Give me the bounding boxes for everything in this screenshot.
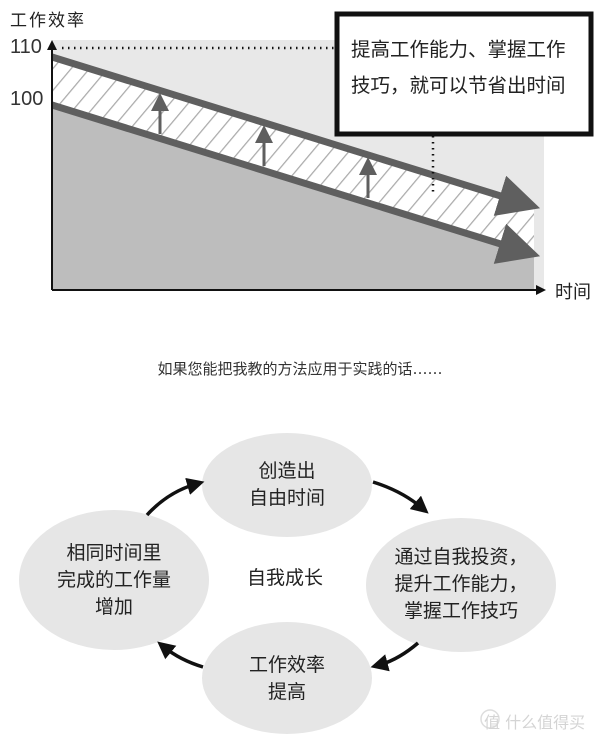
node-top-line: 创造出 (258, 460, 316, 482)
node-right-line: 提升工作能力， (394, 573, 528, 595)
cycle-node-right (366, 518, 556, 652)
node-bottom-line: 工作效率 (248, 654, 325, 676)
node-bottom-text: 工作效率 提高 (202, 652, 372, 706)
cycle-center-label: 自我成长 (246, 567, 323, 589)
callout-box (334, 11, 594, 137)
x-axis-label: 时间 (555, 282, 591, 303)
node-left-line: 完成的工作量 (56, 569, 171, 591)
node-right-text: 通过自我投资， 提升工作能力， 掌握工作技巧 (366, 544, 556, 625)
cycle-arrow-top-to-right (372, 480, 429, 514)
cycle-arrow-right-to-bottom (370, 641, 420, 672)
x-axis-arrowhead (536, 285, 546, 295)
cycle-node-top (202, 433, 372, 537)
node-top-text: 创造出 自由时间 (202, 458, 372, 512)
node-right-line: 通过自我投资， (394, 546, 528, 568)
watermark: 值 什么值得买 (484, 713, 586, 732)
cycle-arrow-bottom-to-left (157, 641, 204, 669)
caption: 如果您能把我教的方法应用于实践的话…… (157, 360, 443, 378)
node-left-text: 相同时间里 完成的工作量 增加 (19, 540, 209, 621)
y-axis-label: 工作效率 (10, 11, 86, 31)
baseline-area (52, 103, 534, 290)
cycle-node-bottom (202, 622, 372, 734)
node-bottom-line: 提高 (267, 681, 306, 703)
cycle-arrow-left-to-top (145, 477, 205, 517)
y-tick-100: 100 (10, 88, 44, 110)
cycle-node-left (19, 510, 209, 650)
node-left-line: 相同时间里 (66, 542, 162, 564)
node-right-line: 掌握工作技巧 (403, 600, 518, 622)
node-top-line: 自由时间 (248, 487, 325, 509)
node-left-line: 增加 (94, 596, 133, 618)
callout-line-2: 技巧，就可以节省出时间 (351, 74, 566, 97)
y-tick-110: 110 (10, 36, 42, 58)
watermark-logo-icon (480, 709, 500, 729)
baseline-efficiency-line (50, 101, 541, 264)
callout-line-1: 提高工作能力、掌握工作 (351, 38, 566, 61)
improved-efficiency-line (50, 53, 541, 216)
y-axis-arrowhead (47, 40, 57, 50)
callout-text: 提高工作能力、掌握工作 技巧，就可以节省出时间 (351, 32, 566, 104)
